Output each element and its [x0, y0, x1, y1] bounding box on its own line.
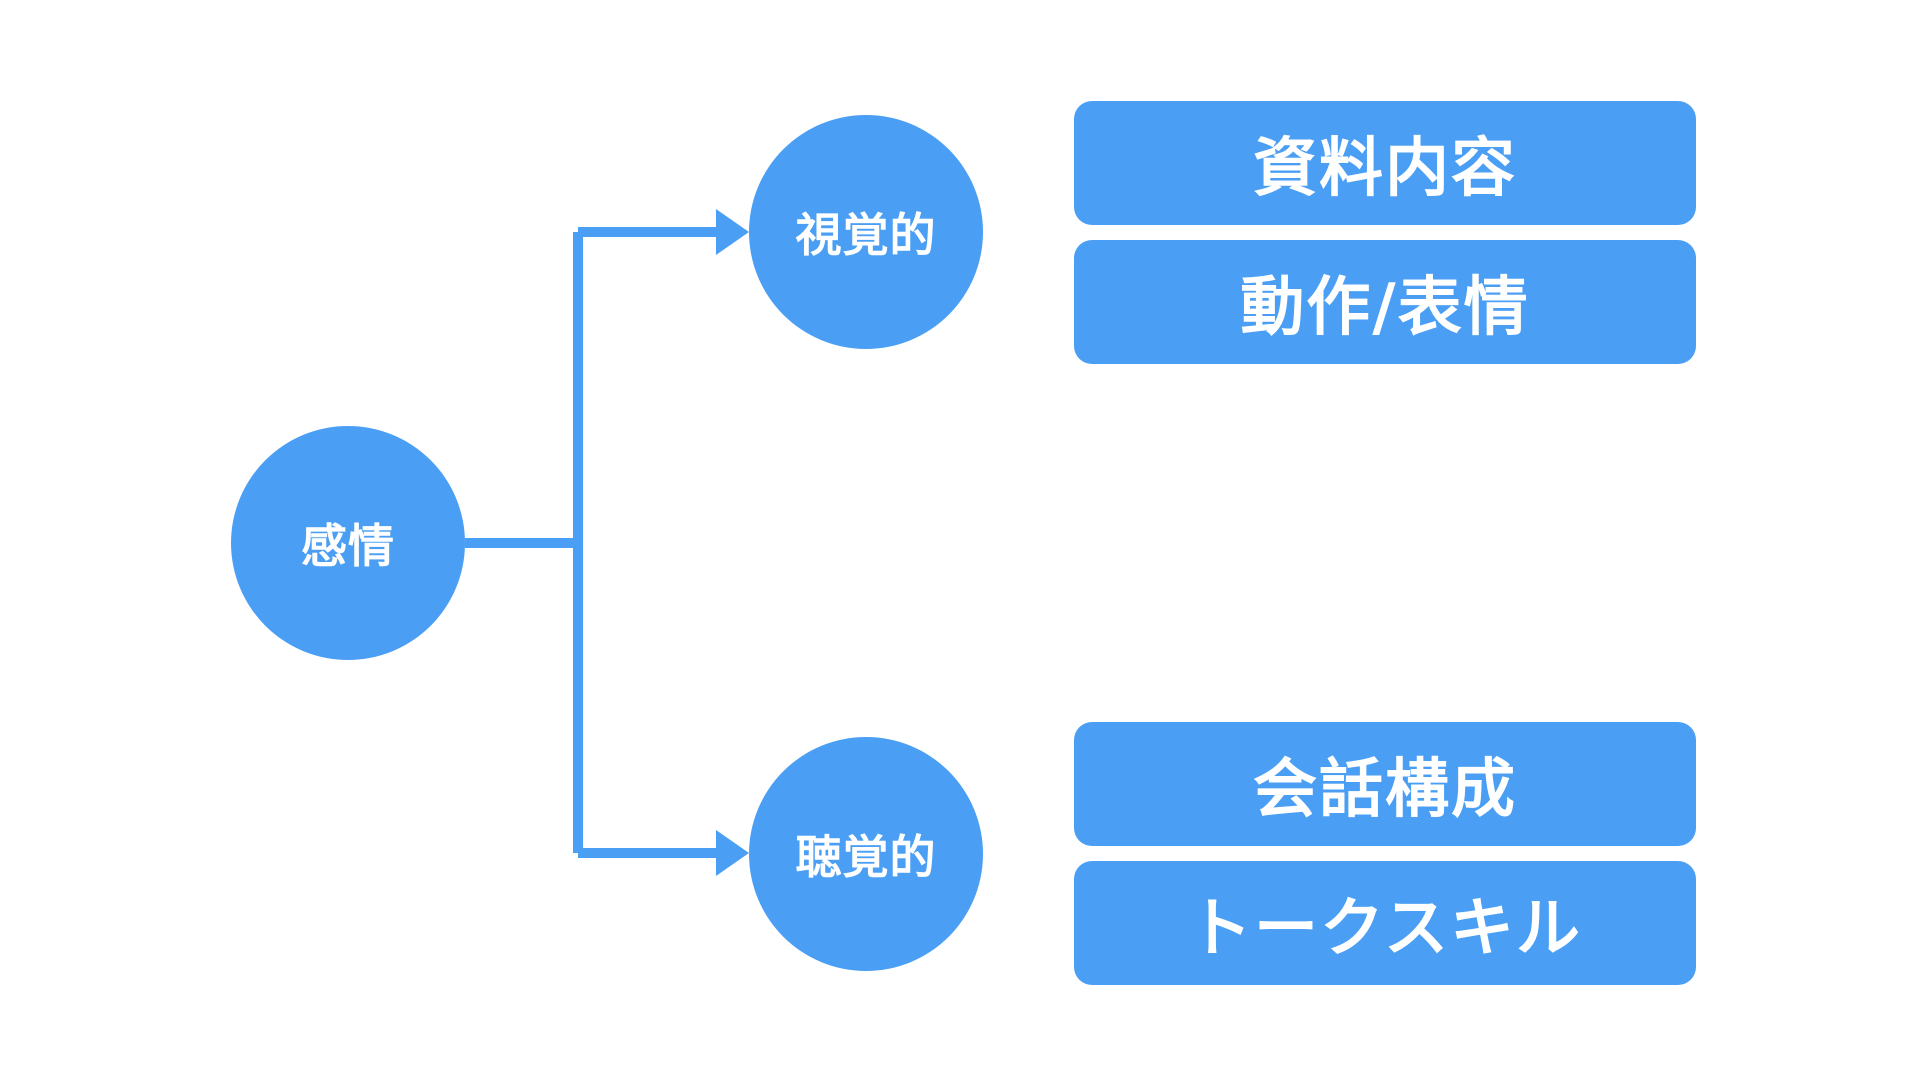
visual-arrow-head: [716, 209, 749, 255]
visual-leaf-label: 動作/表情: [1240, 271, 1530, 345]
root-node: 感情: [231, 426, 465, 660]
audio-leaf-box: 会話構成: [1074, 722, 1696, 846]
visual-leaf-box: 資料内容: [1074, 101, 1696, 225]
visual-leaf-box: 動作/表情: [1074, 240, 1696, 364]
audio-branch-label: 聴覚的: [795, 830, 937, 884]
visual-branch-label: 視覚的: [795, 208, 937, 262]
audio-branch-node: 聴覚的: [749, 737, 983, 971]
audio-arrow-head: [716, 830, 749, 876]
audio-leaf-label: 会話構成: [1253, 753, 1517, 827]
visual-branch-node: 視覚的: [749, 115, 983, 349]
audio-leaf-box: トークスキル: [1074, 861, 1696, 985]
visual-leaf-label: 資料内容: [1253, 132, 1517, 206]
root-label: 感情: [301, 519, 395, 573]
audio-leaf-label: トークスキル: [1187, 892, 1583, 966]
